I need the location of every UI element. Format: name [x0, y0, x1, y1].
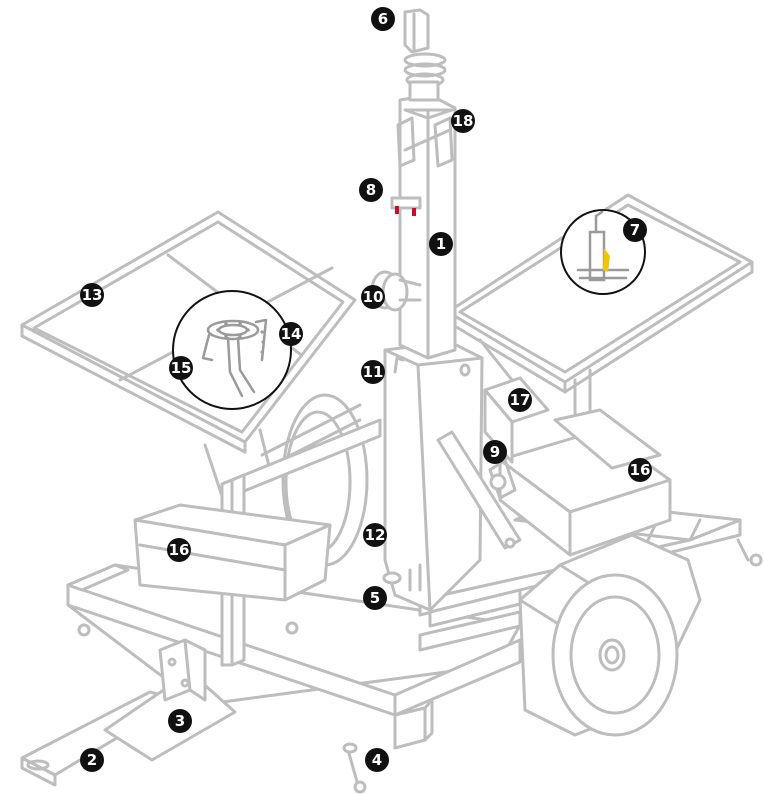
callout-12: 12 [363, 523, 387, 547]
callout-2: 2 [80, 748, 104, 772]
callout-8: 8 [359, 178, 383, 202]
callout-5: 5 [363, 586, 387, 610]
callout-16-right: 16 [628, 458, 652, 482]
callout-9: 9 [483, 440, 507, 464]
mast-tower [370, 8, 457, 374]
callout-2-label: 2 [87, 751, 97, 769]
callout-9-label: 9 [490, 443, 500, 461]
callout-6-label: 6 [378, 10, 388, 28]
callout-11-label: 11 [363, 363, 384, 381]
callout-18-label: 18 [453, 112, 474, 130]
callout-15: 15 [169, 356, 193, 380]
callout-14-label: 14 [281, 325, 302, 343]
callout-8-label: 8 [366, 181, 376, 199]
trailer-wheel [518, 533, 702, 737]
callout-13-label: 13 [82, 286, 103, 304]
callout-10: 10 [361, 285, 385, 309]
callout-4: 4 [365, 748, 389, 772]
callout-18: 18 [451, 109, 475, 133]
callout-13: 13 [80, 283, 104, 307]
callout-1-label: 1 [436, 235, 446, 253]
callout-12-label: 12 [365, 526, 386, 544]
callout-7: 7 [623, 218, 647, 242]
callout-16-right-label: 16 [630, 461, 651, 479]
callout-4-label: 4 [372, 751, 382, 769]
callout-1: 1 [429, 232, 453, 256]
callout-3: 3 [168, 709, 192, 733]
callout-17: 17 [508, 388, 532, 412]
detail-inset-mount [172, 290, 292, 410]
callout-6: 6 [371, 7, 395, 31]
callout-17-label: 17 [510, 391, 531, 409]
callout-15-label: 15 [171, 359, 192, 377]
callout-11: 11 [361, 360, 385, 384]
callout-16-left: 16 [167, 538, 191, 562]
mast-base [382, 340, 522, 612]
callout-10-label: 10 [363, 288, 384, 306]
callout-7-label: 7 [630, 221, 640, 239]
tow-tongue [20, 638, 237, 787]
callout-5-label: 5 [370, 589, 380, 607]
rear-jack [342, 698, 434, 794]
callout-3-label: 3 [175, 712, 185, 730]
battery-box-right [498, 408, 672, 557]
callout-16-left-label: 16 [169, 541, 190, 559]
callout-14: 14 [279, 322, 303, 346]
